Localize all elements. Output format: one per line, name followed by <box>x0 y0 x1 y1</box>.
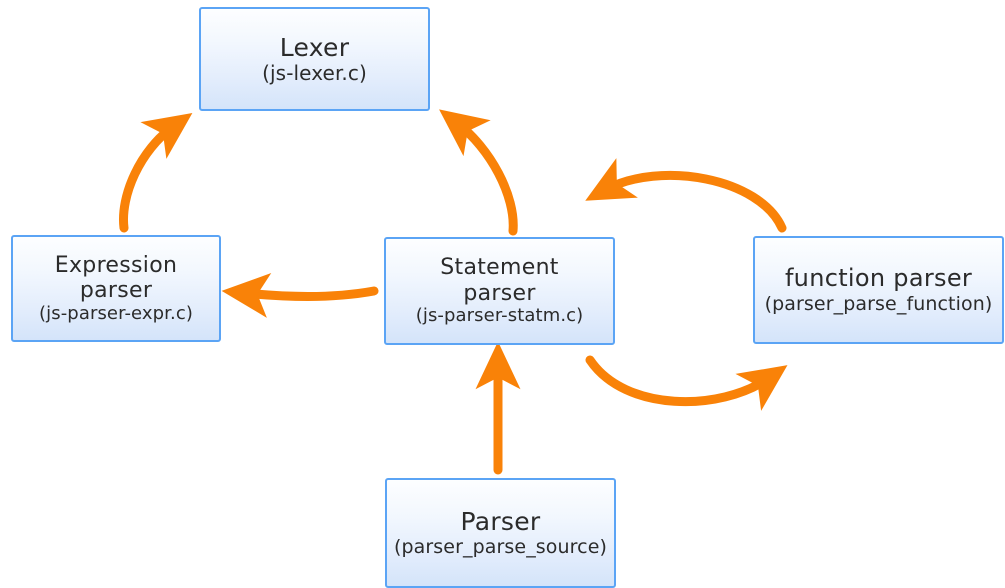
node-parser-subtitle: (parser_parse_source) <box>393 536 608 559</box>
node-expression-parser-title-line2: parser <box>79 278 153 304</box>
node-statement-parser-subtitle: (js-parser-statm.c) <box>415 305 584 327</box>
edge-function-to-statement <box>585 158 787 233</box>
node-statement-parser-title: Statement <box>440 255 559 281</box>
node-lexer-title: Lexer <box>279 32 350 62</box>
node-lexer-subtitle: (js-lexer.c) <box>262 60 367 85</box>
node-expression-parser[interactable]: Expression parser (js-parser-expr.c) <box>11 235 221 342</box>
node-statement-parser-title-line2: parser <box>463 280 536 306</box>
node-statement-parser[interactable]: Statement parser (js-parser-statm.c) <box>384 237 615 345</box>
node-expression-parser-title: Expression <box>54 252 178 278</box>
node-function-parser[interactable]: function parser (parser_parse_function) <box>753 236 1004 344</box>
node-lexer[interactable]: Lexer (js-lexer.c) <box>199 7 430 111</box>
edge-statement-to-lexer <box>439 109 518 236</box>
edge-statement-to-expression <box>221 273 379 318</box>
node-parser[interactable]: Parser (parser_parse_source) <box>385 478 616 588</box>
node-function-parser-title: function parser <box>784 264 973 293</box>
edge-expression-to-lexer <box>119 113 193 233</box>
edge-statement-to-function <box>585 355 788 411</box>
node-expression-parser-subtitle: (js-parser-expr.c) <box>39 302 193 324</box>
node-parser-title: Parser <box>460 507 541 537</box>
node-function-parser-subtitle: (parser_parse_function) <box>764 292 993 315</box>
